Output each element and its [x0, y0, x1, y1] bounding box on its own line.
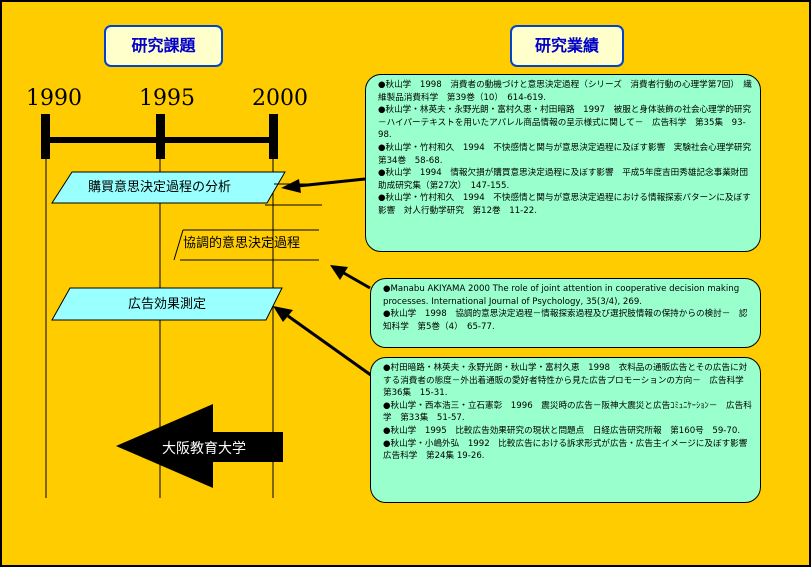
year-label-2000: 2000	[252, 86, 308, 111]
tick-1990	[41, 114, 50, 159]
citation-item: ●秋山学 1994 情報欠損が購買意思決定過程に及ぼす影響 平成5年度吉田秀雄記…	[378, 168, 748, 191]
tick-1995	[156, 114, 165, 159]
year-label-1995: 1995	[139, 86, 195, 111]
topic-label-ad: 広告効果測定	[128, 297, 207, 312]
citation-item: ●村田暗路・林英夫・永野光朗・秋山学・富村久恵 1998 衣料品の通販広告とその…	[383, 363, 753, 399]
connector-arrowhead-2	[330, 265, 348, 280]
citation-item: ●秋山学・西本浩三・立石憲彰 1996 震災時の広告－阪神大震災と広告ｺﾐｭﾆｹ…	[383, 400, 752, 424]
citation-item: ●秋山学 1998 消費者の動機づけと意思決定過程（シリーズ 消費者行動の心理学…	[378, 80, 752, 103]
topic-coop-left-edge	[173, 229, 184, 261]
citation-item: ●秋山学 1995 比較広告効果研究の現状と問題点 日経広告研究所報 第160号…	[383, 425, 741, 436]
citation-item: ●秋山学・竹村和久 1994 不快感情と関与が意思決定過程に及ぼす影響 実験社会…	[378, 142, 760, 166]
topic-shape-decision	[51, 171, 286, 204]
big-arrow	[116, 404, 283, 488]
connector-arrowhead-3	[273, 306, 293, 322]
tick-2000	[269, 114, 278, 159]
topic-label-decision: 購買意思決定過程の分析	[88, 180, 232, 195]
connector-arrowhead-1	[281, 179, 301, 193]
citation-box-ad: ●村田暗路・林英夫・永野光朗・秋山学・富村久恵 1998 衣料品の通販広告とその…	[370, 357, 761, 503]
connector-line-1	[297, 177, 366, 188]
arrow-label: 大阪教育大学	[162, 441, 246, 457]
citation-item: ●秋山学 1998 協調的意思決定過程－情報探索過程及び選択肢情報の保持からの検…	[383, 309, 748, 332]
year-label-1990: 1990	[26, 86, 82, 111]
achievements-header: 研究業績	[510, 25, 624, 67]
topics-header: 研究課題	[104, 25, 223, 67]
citation-item: ●秋山学・竹村和久 1994 不快感情と関与が意思決定過程における情報探索パター…	[378, 193, 751, 216]
citation-item: ●Manabu AKIYAMA 2000 The role of joint a…	[383, 284, 740, 307]
citation-item: ●秋山学・小嶋外弘 1992 比較広告における訴求形式が広告・広告主イメージに及…	[383, 438, 756, 462]
connector-line-2	[341, 270, 371, 290]
topic-label-coop: 協調的意思決定過程	[183, 236, 301, 251]
topic-shape-ad	[51, 287, 283, 321]
connector-line-3	[287, 314, 376, 380]
citation-box-decision: ●秋山学 1998 消費者の動機づけと意思決定過程（シリーズ 消費者行動の心理学…	[365, 74, 761, 252]
citation-box-coop: ●Manabu AKIYAMA 2000 The role of joint a…	[370, 278, 761, 348]
citation-item: ●秋山学・林英夫・永野光朗・富村久恵・村田暗路 1997 被服と身体装飾の社会心…	[378, 105, 752, 141]
